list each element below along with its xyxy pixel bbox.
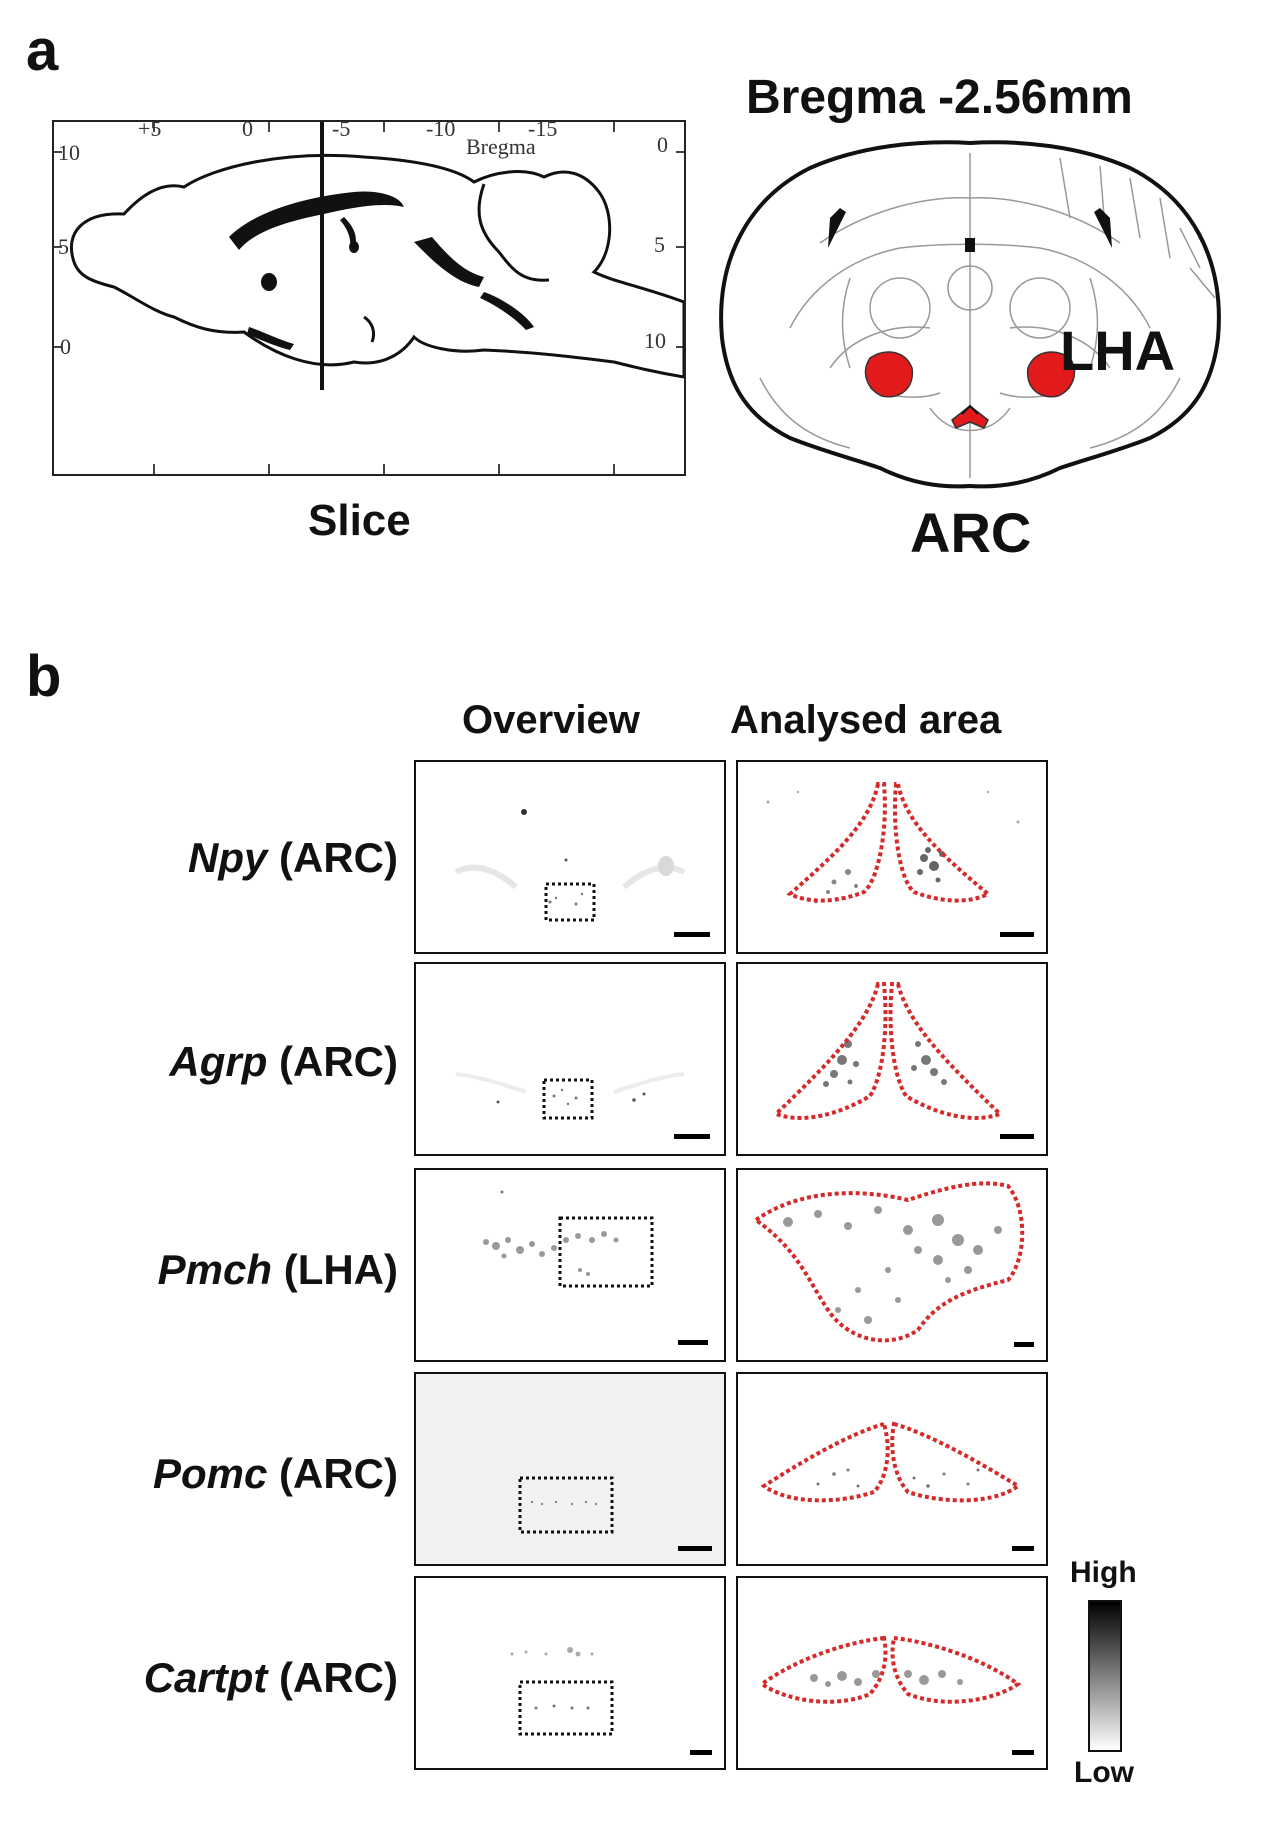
overview-image-agrp [414,962,726,1156]
region-name: (ARC) [279,1450,398,1497]
overview-micrograph [455,1072,685,1120]
overview-micrograph [510,1647,614,1736]
overview-micrograph [483,1190,654,1288]
row-label-pmch: Pmch (LHA) [158,1246,398,1294]
analysed-image-npy [736,760,1048,954]
scale-bar [1014,1342,1034,1347]
sag-top-tick-3: -5 [332,116,351,141]
coronal-title: Bregma -2.56mm [746,71,1133,124]
scale-bar [1012,1750,1034,1755]
scale-bar [1000,1134,1034,1139]
region-name: (ARC) [279,1654,398,1701]
overview-image-pomc [414,1372,726,1566]
sagittal-brain-drawing [54,122,684,474]
sag-right-tick-1: 5 [654,232,665,257]
sag-top-tick-1: +5 [138,116,162,141]
row-label-cartpt: Cartpt (ARC) [144,1654,398,1702]
gene-name: Npy [188,834,268,881]
column-header-analysed: Analysed area [730,698,1002,742]
analysed-image-cartpt [736,1576,1048,1770]
analysed-image-pomc [736,1372,1048,1566]
region-name: (LHA) [283,1246,398,1293]
region-label-lha: LHA [1060,319,1176,382]
row-labels: Npy (ARC) Agrp (ARC) Pmch (LHA) Pomc (AR… [0,0,398,1821]
row-label-npy: Npy (ARC) [188,834,398,882]
sag-top-tick-4: -10 [426,116,456,141]
scale-bar [674,932,710,937]
overview-image-pmch [414,1168,726,1362]
scale-bar [1000,932,1034,937]
analysed-micrograph [766,782,1020,904]
scale-bar [1012,1546,1034,1551]
gene-name: Pomc [152,1450,268,1497]
overview-image-npy [414,760,726,954]
sag-left-tick-2: 5 [58,234,69,259]
region-label-arc: ARC [910,501,1032,564]
region-name: (ARC) [279,1038,398,1085]
sag-right-tick-2: 10 [644,328,666,353]
scale-bar [678,1546,712,1551]
row-label-agrp: Agrp (ARC) [169,1038,398,1086]
gene-name: Cartpt [143,1654,268,1701]
panel-a-letter: a [26,18,59,83]
colorbar [1088,1600,1122,1752]
coronal-section-drawing [719,140,1221,489]
scale-bar [674,1134,710,1139]
analysed-micrograph [758,1635,1022,1704]
sag-top-tick-5: -15 [528,116,558,141]
overview-micrograph [518,1476,614,1534]
colorbar-low-label: Low [1074,1756,1134,1789]
sag-right-zero: 0 [657,132,668,157]
analysed-micrograph [760,1421,1022,1503]
analysed-micrograph [752,1181,1025,1343]
gene-name: Pmch [157,1246,273,1293]
panel-b-letter: b [26,644,62,709]
sagittal-schematic: +5 0 -5 -10 -15 Bregma 0 10 5 0 5 10 [52,116,686,476]
scale-bar [678,1340,708,1345]
sag-top-tick-2: 0 [242,116,253,141]
overview-micrograph [454,809,686,922]
overview-image-cartpt [414,1576,726,1770]
region-name: (ARC) [279,834,398,881]
slice-caption: Slice [308,496,411,545]
analysed-image-agrp [736,962,1048,1156]
analysed-micrograph [772,982,1004,1120]
gene-name: Agrp [169,1038,268,1085]
sag-left-tick-1: 10 [58,140,80,165]
sag-bregma-label: Bregma [466,134,536,159]
column-header-overview: Overview [462,698,640,742]
analysed-image-pmch [736,1168,1048,1362]
colorbar-high-label: High [1070,1556,1137,1589]
scale-bar [690,1750,712,1755]
row-label-pomc: Pomc (ARC) [153,1450,398,1498]
sag-left-tick-3: 0 [60,334,71,359]
